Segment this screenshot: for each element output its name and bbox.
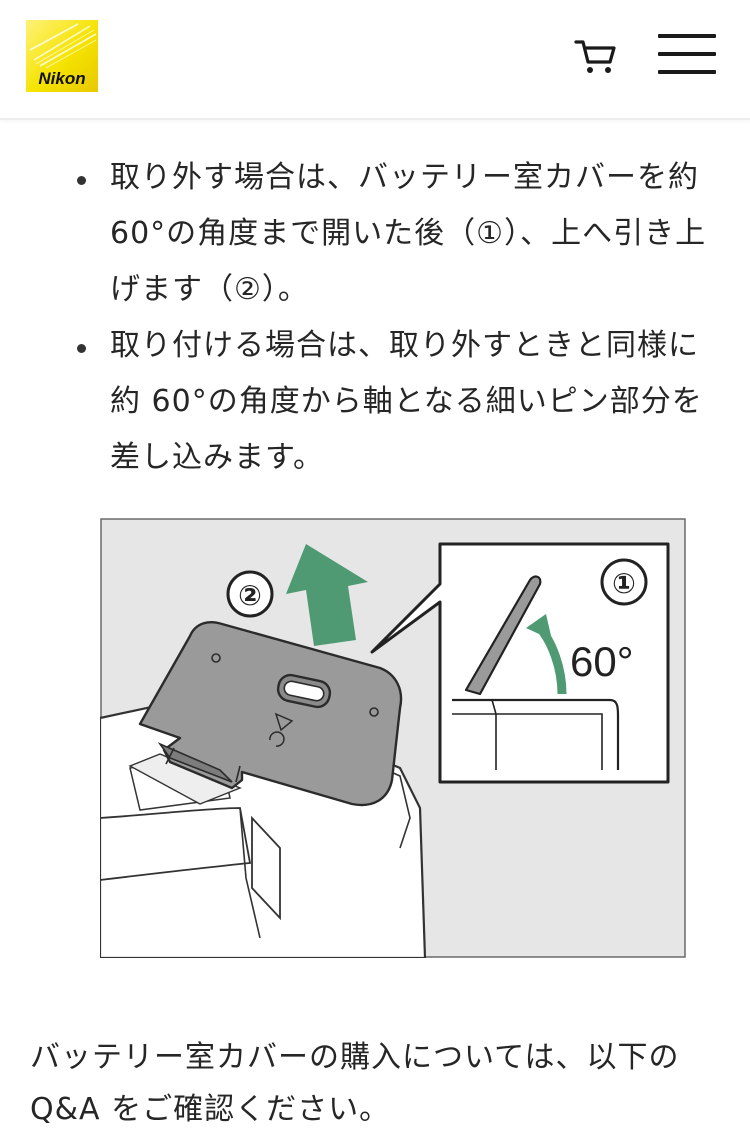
instruction-list: 取り外す場合は、バッテリー室カバーを約60°の角度まで開いた後（①）、上へ引き上… [0,150,750,486]
menu-line [658,52,716,56]
purchase-info-after: をご確認ください。 [100,1092,391,1127]
purchase-info-text: バッテリー室カバーの購入については、以下の Q&A をご確認ください。 [30,1032,730,1136]
cart-icon[interactable] [574,36,618,76]
purchase-info-before: バッテリー室カバーの購入については、以下の [30,1040,680,1075]
nikon-logo[interactable]: Nikon [26,20,98,92]
svg-text:Nikon: Nikon [38,69,85,88]
lift-arrow [286,544,368,646]
menu-line [658,34,716,38]
site-header: Nikon [0,0,750,120]
instruction-item-attach: 取り付ける場合は、取り外すときと同様に約 60°の角度から軸となる細いピン部分を… [0,318,750,486]
inset-callout [370,542,670,784]
menu-line [658,70,716,74]
battery-cover-illustration: ② ① 60° [100,518,686,958]
angle-label: 60° [570,638,634,685]
step2-label: ② [238,579,262,612]
step1-label: ① [612,567,636,600]
hamburger-menu-icon[interactable] [658,32,716,78]
step1-badge [600,558,648,606]
step2-badge [226,570,274,618]
qa-link[interactable]: Q&A [30,1092,101,1127]
instruction-item-remove: 取り外す場合は、バッテリー室カバーを約60°の角度まで開いた後（①）、上へ引き上… [0,150,750,318]
